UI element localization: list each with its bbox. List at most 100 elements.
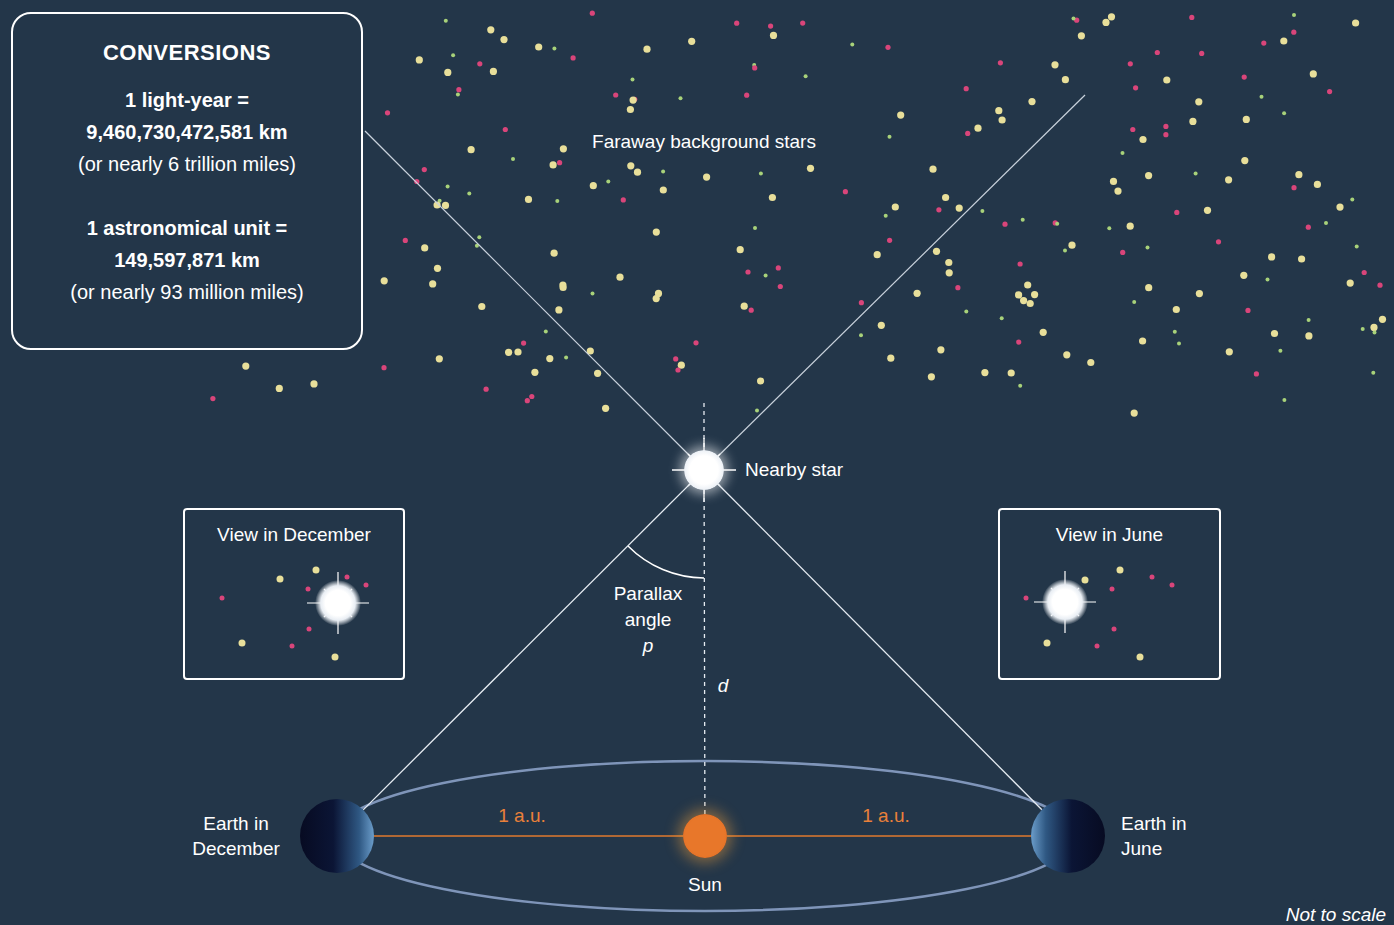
background-star-dot xyxy=(933,248,940,255)
conversion-value: 1 light-year = 9,460,730,472,581 km xyxy=(62,84,312,148)
sun-label: Sun xyxy=(688,874,722,896)
background-star-dot xyxy=(693,340,698,345)
au-line xyxy=(374,835,683,836)
background-star-dot xyxy=(945,259,952,266)
sight-line-extension xyxy=(365,131,704,470)
background-star-dot xyxy=(999,116,1006,123)
background-star-dot xyxy=(1139,337,1146,344)
background-star-dot xyxy=(416,56,423,63)
background-star-dot xyxy=(1377,283,1382,288)
background-star-dot xyxy=(546,355,553,362)
background-star-dot xyxy=(511,157,515,161)
june-view-field xyxy=(1024,567,1175,661)
view-panel: View in December xyxy=(183,508,405,680)
background-star-dot xyxy=(1291,30,1296,35)
background-star-dot xyxy=(503,127,508,132)
background-star-dot xyxy=(1173,330,1177,334)
background-star-dot xyxy=(1128,61,1133,66)
background-star-dot xyxy=(1163,76,1170,83)
background-star-dot xyxy=(843,189,848,194)
background-star-dot xyxy=(477,235,481,239)
background-star-dot xyxy=(998,60,1003,65)
background-star-dot xyxy=(937,346,944,353)
background-star-dot xyxy=(555,306,562,313)
background-star-dot xyxy=(434,265,441,272)
background-star-dot xyxy=(1314,181,1321,188)
december-view-field xyxy=(220,567,370,661)
background-star-dot xyxy=(276,385,283,392)
background-star-dot xyxy=(422,167,427,172)
edge-label: 1 a.u. xyxy=(862,805,910,827)
background-star-dot xyxy=(980,209,984,213)
conversion-note: (or nearly 6 trillion miles) xyxy=(78,148,296,180)
background-star-dot xyxy=(590,11,595,16)
background-star-dot xyxy=(892,203,899,210)
background-star-dot xyxy=(478,303,485,310)
background-star-dot xyxy=(1132,300,1136,304)
nearby-star: Nearby star xyxy=(684,450,724,490)
background-star-dot xyxy=(1024,281,1031,288)
background-star-dot xyxy=(487,26,494,33)
background-star-dot xyxy=(525,196,532,203)
background-star-dot xyxy=(1370,324,1377,331)
background-star-dot xyxy=(1310,70,1317,77)
background-star-dot xyxy=(1189,118,1196,125)
background-star-dot xyxy=(544,329,548,333)
background-star-dot xyxy=(929,166,936,173)
background-star-dot xyxy=(1015,291,1022,298)
background-star-dot xyxy=(1282,111,1286,115)
background-star-dot xyxy=(1008,369,1015,376)
background-star-dot xyxy=(768,24,773,29)
background-star-dot xyxy=(1242,75,1247,80)
background-star-dot xyxy=(800,21,805,26)
background-star-dot xyxy=(552,47,556,51)
conversion-value: 1 astronomical unit = 149,597,871 km xyxy=(62,212,312,276)
background-star-dot xyxy=(1146,246,1150,250)
background-star-dot xyxy=(1173,306,1180,313)
background-star-dot xyxy=(1087,359,1094,366)
background-star-dot xyxy=(1063,351,1070,358)
background-star-dot xyxy=(660,186,667,193)
scale-note: Not to scale xyxy=(1286,904,1386,925)
background-star-dot xyxy=(444,19,448,23)
background-star-dot xyxy=(1225,176,1232,183)
background-star-dot xyxy=(807,165,814,172)
background-star-dot xyxy=(703,174,710,181)
background-star-dot xyxy=(1240,272,1247,279)
background-star-dot xyxy=(1139,136,1146,143)
background-star-dot xyxy=(442,202,449,209)
background-star-dot xyxy=(757,377,764,384)
background-star-dot xyxy=(1194,172,1198,176)
background-star-dot xyxy=(755,409,759,413)
background-star-dot xyxy=(946,269,953,276)
background-star-dot xyxy=(1131,410,1138,417)
background-star-dot xyxy=(550,161,557,168)
background-star-dot xyxy=(631,78,635,82)
background-star-dot xyxy=(981,369,988,376)
background-star-dot xyxy=(1114,188,1121,195)
background-star-dot xyxy=(1291,185,1296,190)
background-star-dot xyxy=(1292,13,1296,17)
background-star-dot xyxy=(1271,330,1278,337)
background-star-dot xyxy=(1028,98,1035,105)
background-star-dot xyxy=(1051,61,1058,68)
earth-globe: Earth in June xyxy=(1031,799,1105,873)
background-star-dot xyxy=(888,135,892,139)
background-star-dot xyxy=(634,169,641,176)
background-star-dot xyxy=(1078,32,1085,39)
background-star-dot xyxy=(421,244,428,251)
background-star-dot xyxy=(403,238,408,243)
conversions-box: CONVERSIONS1 light-year = 9,460,730,472,… xyxy=(11,12,363,350)
background-star-dot xyxy=(1130,127,1135,132)
background-star-dot xyxy=(1268,253,1275,260)
background-star-dot xyxy=(1189,15,1194,20)
angle-label: Parallax angle xyxy=(608,581,688,633)
background-star-dot xyxy=(1327,89,1332,94)
sight-line xyxy=(363,484,690,810)
background-star-dot xyxy=(759,172,763,176)
background-star-dot xyxy=(456,93,460,97)
parallax-arc xyxy=(628,546,704,578)
background-star-dot xyxy=(1174,210,1179,215)
background-star-dot xyxy=(1000,316,1004,320)
background-star-dot xyxy=(1196,290,1203,297)
